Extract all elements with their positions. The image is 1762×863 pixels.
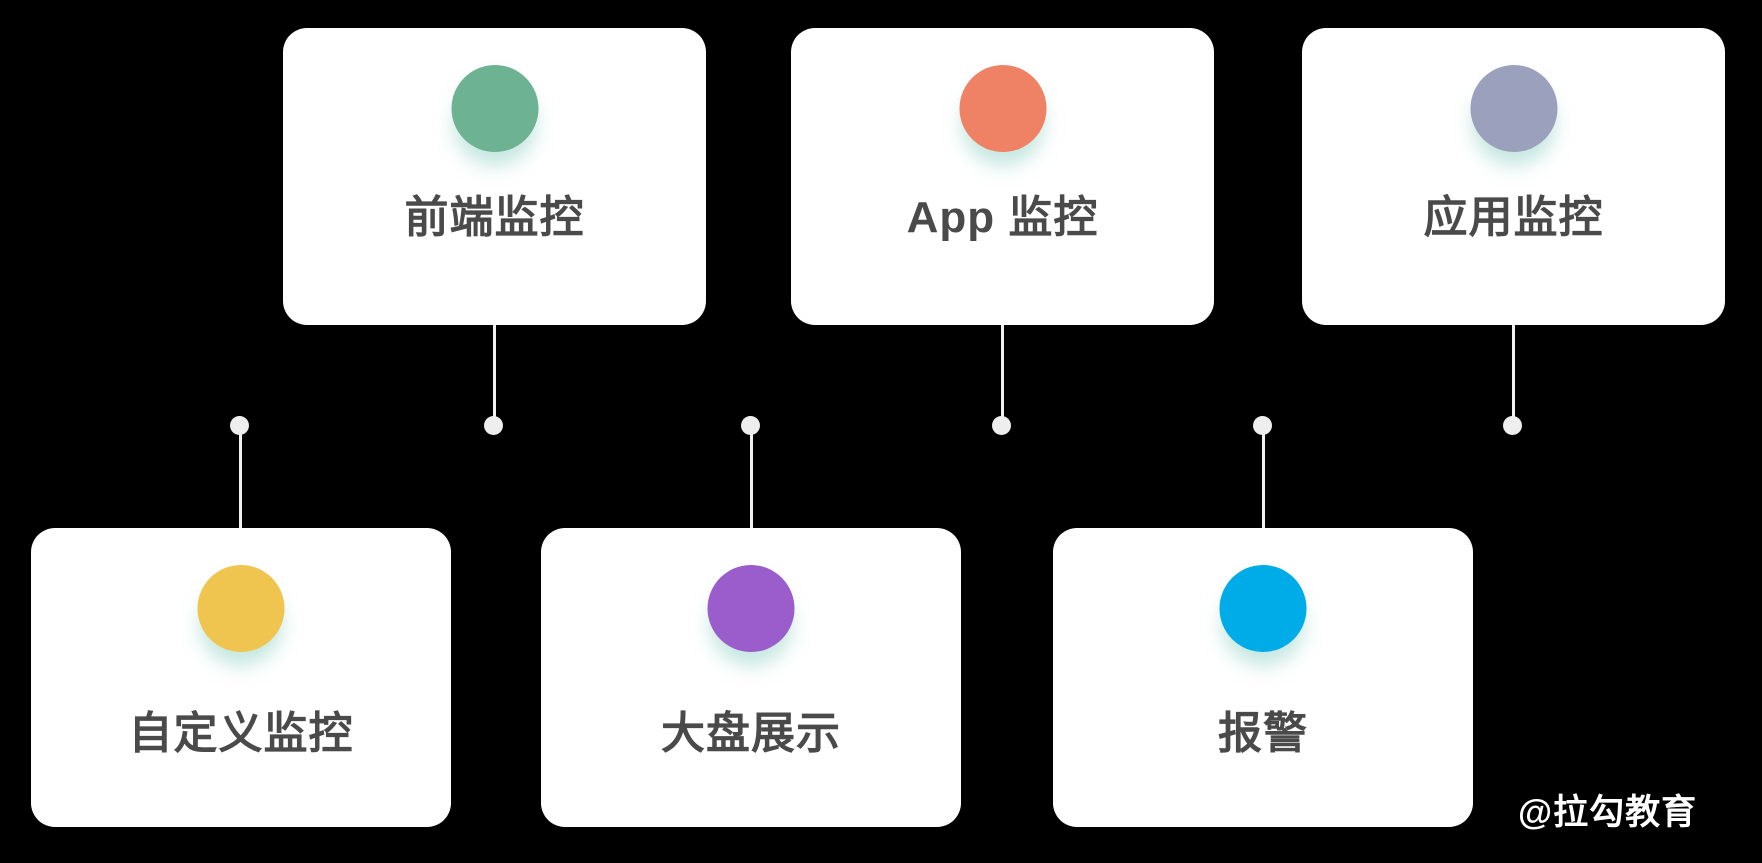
card-dashboard-display: 大盘展示 [541,528,961,827]
card-app-monitoring: App 监控 [791,28,1214,325]
connector-dot [1253,416,1272,435]
connector-line [1262,429,1265,528]
custom-monitoring-circle-icon [197,565,285,652]
connector-dot [1503,416,1522,435]
connector-dot [484,416,503,435]
connector-dot [992,416,1011,435]
card-label: 应用监控 [1423,193,1604,242]
frontend-monitoring-circle-icon [451,65,538,152]
connector-line [750,429,753,528]
card-label: 报警 [1218,709,1308,758]
connector-dot [741,416,760,435]
card-label: 自定义监控 [128,709,354,758]
card-label: 大盘展示 [661,709,841,758]
card-label: App 监控 [906,193,1099,242]
card-label: 前端监控 [404,193,585,242]
watermark-credit: @拉勾教育 [1518,793,1698,832]
connector-line [1512,325,1515,421]
connector-line [1001,325,1004,421]
app-monitoring-circle-icon [959,65,1046,152]
connector-dot [230,416,249,435]
alert-circle-icon [1219,565,1307,652]
connector-line [239,429,242,528]
card-custom-monitoring: 自定义监控 [31,528,451,827]
card-application-monitoring: 应用监控 [1302,28,1725,325]
connector-line [493,325,496,421]
card-frontend-monitoring: 前端监控 [283,28,706,325]
application-monitoring-circle-icon [1470,65,1557,152]
dashboard-display-circle-icon [707,565,795,652]
card-alert: 报警 [1053,528,1473,827]
